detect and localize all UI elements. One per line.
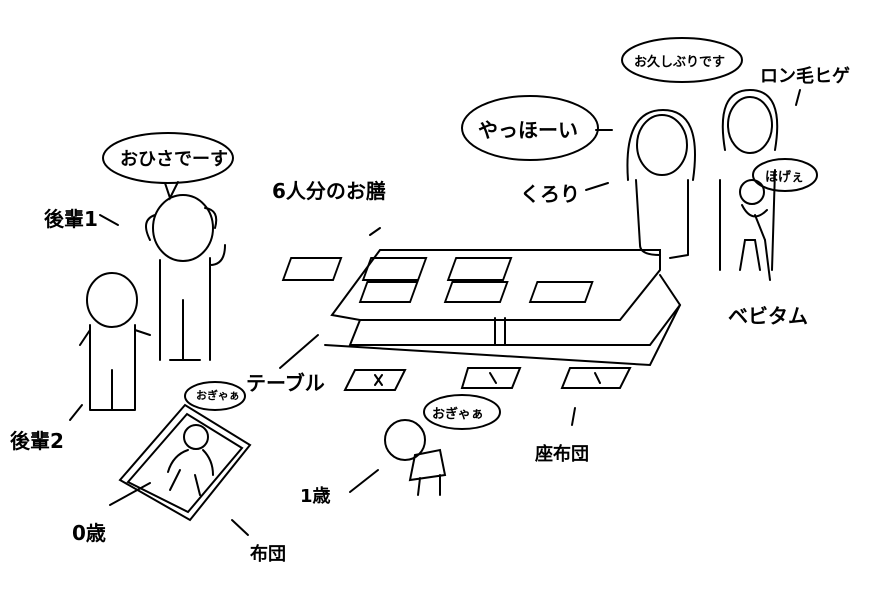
- arrow-age0: [109, 482, 151, 506]
- arrow-kouhai1: [99, 214, 119, 226]
- speech-bubble-yahhoi: [461, 95, 599, 161]
- label-futon: 布団: [250, 544, 286, 565]
- speech-bubble-ogyaa-toddler: [423, 394, 501, 430]
- label-zabuton: 座布団: [535, 444, 589, 465]
- label-age1: 1歳: [300, 486, 331, 507]
- arrow-age1: [349, 469, 379, 493]
- speech-bubble-ohisa: [102, 132, 234, 184]
- speech-bubble-hogee: [752, 158, 818, 192]
- arrow-bebitamu: [764, 239, 771, 281]
- label-table: テーブル: [246, 371, 325, 395]
- kurori-figure: [626, 108, 696, 259]
- speech-bubble-ohisashiburi: [621, 37, 743, 83]
- arrow-zabuton: [571, 407, 576, 426]
- arrow-ozen: [369, 227, 381, 236]
- futon-with-baby: [118, 403, 252, 522]
- speech-yahhoi: やっほーい: [478, 118, 578, 142]
- label-kurori: くろり: [520, 182, 580, 206]
- arrow-kouhai2: [69, 404, 83, 421]
- speech-ohisa: おひさでーす: [120, 149, 228, 170]
- speech-ohisashiburi: お久しぶりです: [634, 55, 726, 70]
- toddler-figure: [384, 419, 447, 496]
- label-kouhai2: 後輩2: [10, 429, 64, 453]
- speech-ogyaa-toddler: おぎゃぁ: [432, 407, 484, 422]
- arrow-table: [279, 334, 319, 369]
- speech-bubble-ogyaa-baby: [184, 381, 246, 411]
- speech-ogyaa-baby: おぎゃぁ: [196, 389, 240, 402]
- zabuton-cushions: [343, 367, 632, 391]
- bebitamu-figure: [739, 179, 768, 241]
- label-ronge-hige: ロン毛ヒゲ: [760, 66, 850, 87]
- ronge-hige-figure: [719, 88, 779, 271]
- arrow-ronge: [795, 89, 801, 106]
- arrow-futon: [231, 519, 249, 536]
- label-age0: 0歳: [72, 521, 106, 545]
- kouhai2-figure: [79, 272, 151, 411]
- table-with-trays: [281, 249, 682, 367]
- label-ozen: 6人分のお膳: [272, 179, 386, 203]
- label-bebitamu: ベビタム: [728, 304, 808, 328]
- speech-hogee: ほげぇ: [765, 170, 805, 185]
- arrow-kurori: [585, 182, 609, 191]
- kouhai1-figure: [145, 194, 226, 361]
- label-kouhai1: 後輩1: [44, 207, 98, 231]
